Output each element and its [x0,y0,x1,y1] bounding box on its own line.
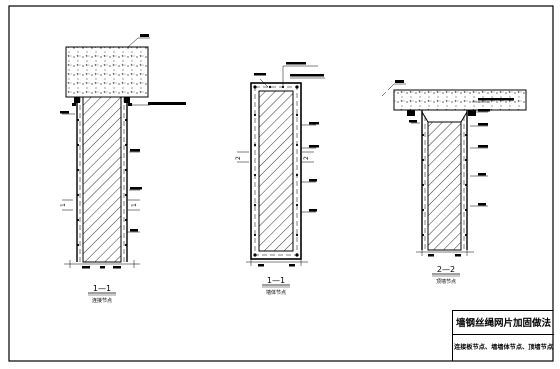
cut-mark-1: 1 [60,203,67,207]
title-block: 墙钢丝绳网片加固做法 连接板节点、墙墙体节点、顶墙节点 [452,310,554,361]
svg-text:1: 1 [131,203,138,207]
sheet-border [8,5,554,362]
section-caption-1: 连接节点 [92,297,112,304]
wall-hatch [258,90,294,252]
detail-2-wall-node: 2 2 1—1 墙体节点 [235,62,325,296]
svg-text:2: 2 [303,156,310,160]
floor-slab [393,89,527,111]
wall-hatch [82,96,122,263]
detail-3-top-wall-node: 2—2 顶墙节点 [381,80,527,285]
section-caption-2: 墙体节点 [266,289,286,296]
concrete-beam [65,46,149,98]
drawing-title: 墙钢丝绳网片加固做法 [453,313,554,335]
section-label-3: 2—2 [437,265,455,274]
wall-hatch [427,121,462,251]
detail-1-connection-node: 1 1 1—1 连接节点 [60,34,186,304]
section-caption-3: 顶墙节点 [436,278,456,285]
beam-callout-text [140,34,149,37]
section-label-2: 1—1 [267,276,285,285]
cut-mark-2: 2 [235,156,242,160]
drawing-subtitle: 连接板节点、墙墙体节点、顶墙节点 [454,344,553,351]
mesh-outline [250,82,302,260]
section-label-1: 1—1 [93,284,111,293]
